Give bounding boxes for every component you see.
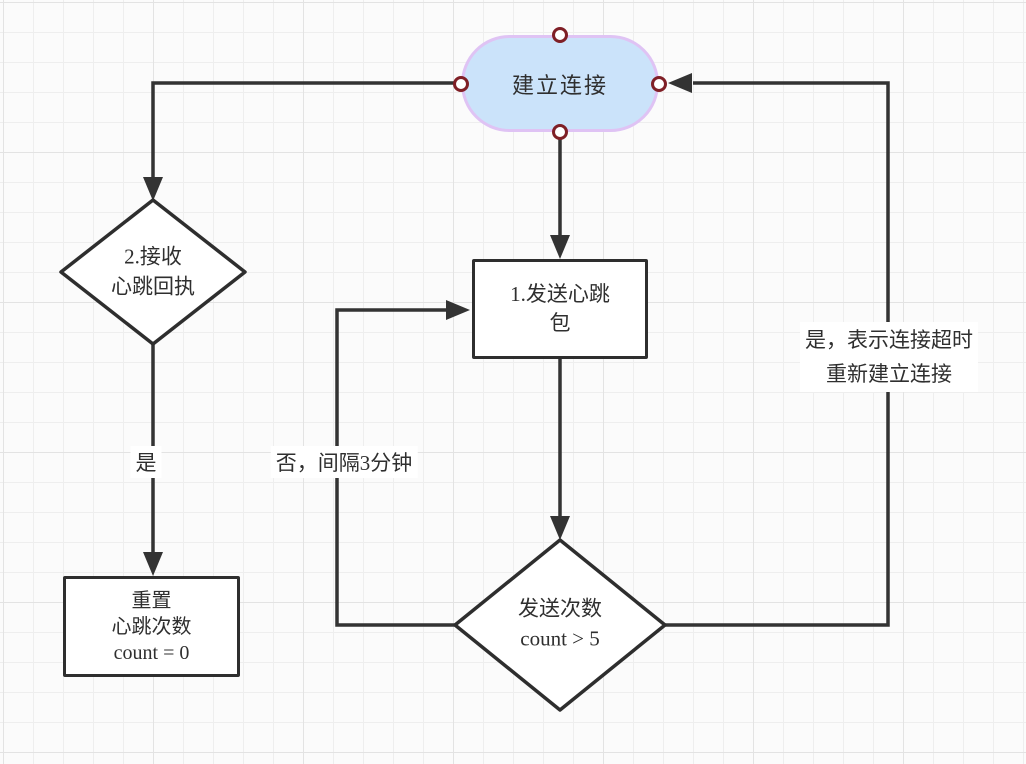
count-check-label-line1: 发送次数 — [518, 596, 602, 621]
arrowhead-down-icon — [143, 177, 163, 201]
send-heartbeat-label-line2: 包 — [549, 311, 571, 335]
edge-label-timeout: 是，表示连接超时 重新建立连接 — [800, 322, 978, 392]
edge-label-yes: 是 — [130, 446, 162, 478]
arrowhead-down-icon — [550, 516, 570, 540]
reset-count-node[interactable]: 重置 心跳次数 count = 0 — [63, 576, 240, 677]
edge-label-no-interval: 否，间隔3分钟 — [270, 446, 418, 478]
establish-connection-node[interactable]: 建立连接 — [461, 35, 659, 132]
edge-establish-to-receive[interactable] — [143, 81, 461, 201]
count-check-label: 发送次数 count > 5 — [518, 594, 602, 655]
edge-send-to-count[interactable] — [550, 359, 570, 540]
receive-ack-label-line1: 2.接收 — [124, 244, 182, 269]
edge-line — [151, 81, 461, 177]
send-heartbeat-label-line1: 1.发送心跳 — [510, 282, 610, 307]
send-heartbeat-node[interactable]: 1.发送心跳 包 — [472, 259, 648, 359]
connection-handle-right[interactable] — [651, 76, 667, 92]
reset-count-label-line2: 心跳次数 — [111, 615, 192, 638]
edge-label-timeout-line1: 是，表示连接超时 — [805, 328, 973, 352]
count-check-diamond[interactable] — [453, 538, 667, 712]
edge-label-timeout-line2: 重新建立连接 — [826, 362, 952, 386]
arrowhead-down-icon — [550, 235, 570, 259]
connection-handle-top[interactable] — [552, 27, 568, 43]
receive-ack-label-line2: 心跳回执 — [111, 275, 195, 299]
establish-connection-label: 建立连接 — [511, 72, 608, 98]
reset-count-label-line3: count = 0 — [113, 641, 190, 664]
edge-establish-to-send[interactable] — [550, 132, 570, 259]
connection-handle-bottom[interactable] — [552, 124, 568, 140]
arrowhead-left-icon — [668, 73, 692, 93]
arrowhead-down-icon — [143, 552, 163, 576]
connection-handle-left[interactable] — [453, 76, 469, 92]
receive-ack-diamond[interactable] — [59, 198, 247, 346]
receive-ack-label: 2.接收 心跳回执 — [111, 242, 195, 303]
count-check-label-line2: count > 5 — [520, 627, 600, 651]
arrowhead-right-icon — [446, 300, 470, 320]
reset-count-label-line1: 重置 — [131, 589, 172, 612]
